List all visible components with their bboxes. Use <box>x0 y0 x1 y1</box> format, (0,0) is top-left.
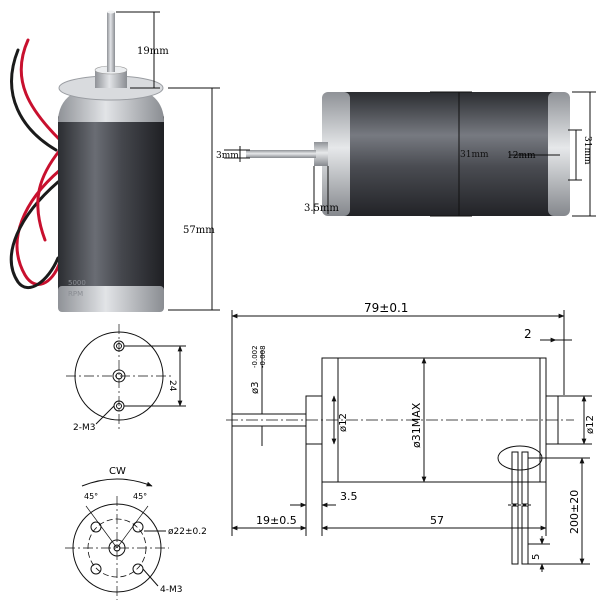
dim-shaft-dia-photo <box>224 146 250 162</box>
shaft-length-label-photo: 19mm <box>137 46 169 57</box>
output-shaft <box>107 12 115 72</box>
dim-body-dia-photo <box>430 91 472 217</box>
pcd-label: ø22±0.2 <box>168 527 207 537</box>
body-label-1: 5000 <box>68 279 86 287</box>
body-length-label-photo: 57mm <box>183 225 215 236</box>
front-boss-dia-label: ø12 <box>338 413 349 432</box>
lead-strip-label: 5 <box>531 554 542 560</box>
dim-boss-dia-photo <box>510 129 582 181</box>
body-label-2: RPM <box>68 290 83 298</box>
angle-left-label: 45° <box>84 492 98 501</box>
lead-wire-1-end <box>511 505 519 565</box>
front-holes-label: 2-M3 <box>73 423 95 433</box>
shaft-dia-label: ø3 <box>250 382 261 394</box>
angle-right-label: 45° <box>133 492 147 501</box>
boss-length-label: 3.5 <box>340 490 358 503</box>
side-view-drawing <box>226 310 592 572</box>
lead-length-label: 200±20 <box>568 490 581 534</box>
motor-body <box>58 112 164 310</box>
front-shaft-circle <box>112 369 126 383</box>
front-boss <box>95 70 127 88</box>
shaft-length-label: 19±0.5 <box>256 514 297 527</box>
front-hole-pitch-label: 24 <box>167 380 177 392</box>
lead-wire-1 <box>511 451 519 505</box>
rear-boss-dia-label: ø12 <box>585 415 596 434</box>
boss-length-label-photo: 3.5mm <box>304 203 339 214</box>
body-length-label: 57 <box>430 514 444 527</box>
body-dia-label: ø31MAX <box>410 402 423 448</box>
shaft-tol-upper: -0.002 <box>251 345 259 368</box>
dim-shaft-length-photo <box>116 11 160 89</box>
end-dia-label-photo: 31mm <box>582 136 592 165</box>
lead-wire-2 <box>521 451 529 505</box>
rear-holes-label: 4-M3 <box>160 585 182 595</box>
rear-hole-3 <box>90 563 102 575</box>
photo-motor-horizontal: 3mm 3.5mm 31mm 12mm 31mm <box>216 91 596 217</box>
rotation-arrow <box>81 478 153 487</box>
rear-view-drawing <box>65 478 169 600</box>
shaft-dia-label-photo: 3mm <box>216 151 239 161</box>
rear-end-cap <box>58 286 164 312</box>
end-cap-label: 2 <box>524 327 532 341</box>
front-boss-horizontal <box>314 142 328 166</box>
rear-hole-2 <box>132 521 144 533</box>
front-end-cap-horizontal <box>322 92 350 216</box>
dim-boss-length-photo <box>313 166 329 214</box>
front-view-drawing <box>66 324 186 432</box>
front-outline-circle <box>74 331 164 421</box>
dim-end-dia-photo <box>572 91 596 217</box>
output-shaft-horizontal <box>246 150 316 158</box>
boss-dia-label-photo: 12mm <box>507 151 536 161</box>
overall-length-label: 79±0.1 <box>364 301 408 315</box>
body-dia-label-photo: 31mm <box>460 150 489 160</box>
motor-body-horizontal <box>328 92 564 216</box>
rear-hole-1 <box>90 521 102 533</box>
rotation-label: CW <box>109 466 126 477</box>
shaft-tol-lower: -0.008 <box>259 345 267 368</box>
lead-wires <box>9 38 62 289</box>
photo-motor-vertical: 5000 RPM 19mm 57mm <box>9 10 220 312</box>
dim-body-length-photo <box>168 87 220 311</box>
rear-hole-4 <box>132 563 144 575</box>
rear-end-cap-horizontal <box>548 92 570 216</box>
lead-wire-2-end <box>521 505 529 565</box>
